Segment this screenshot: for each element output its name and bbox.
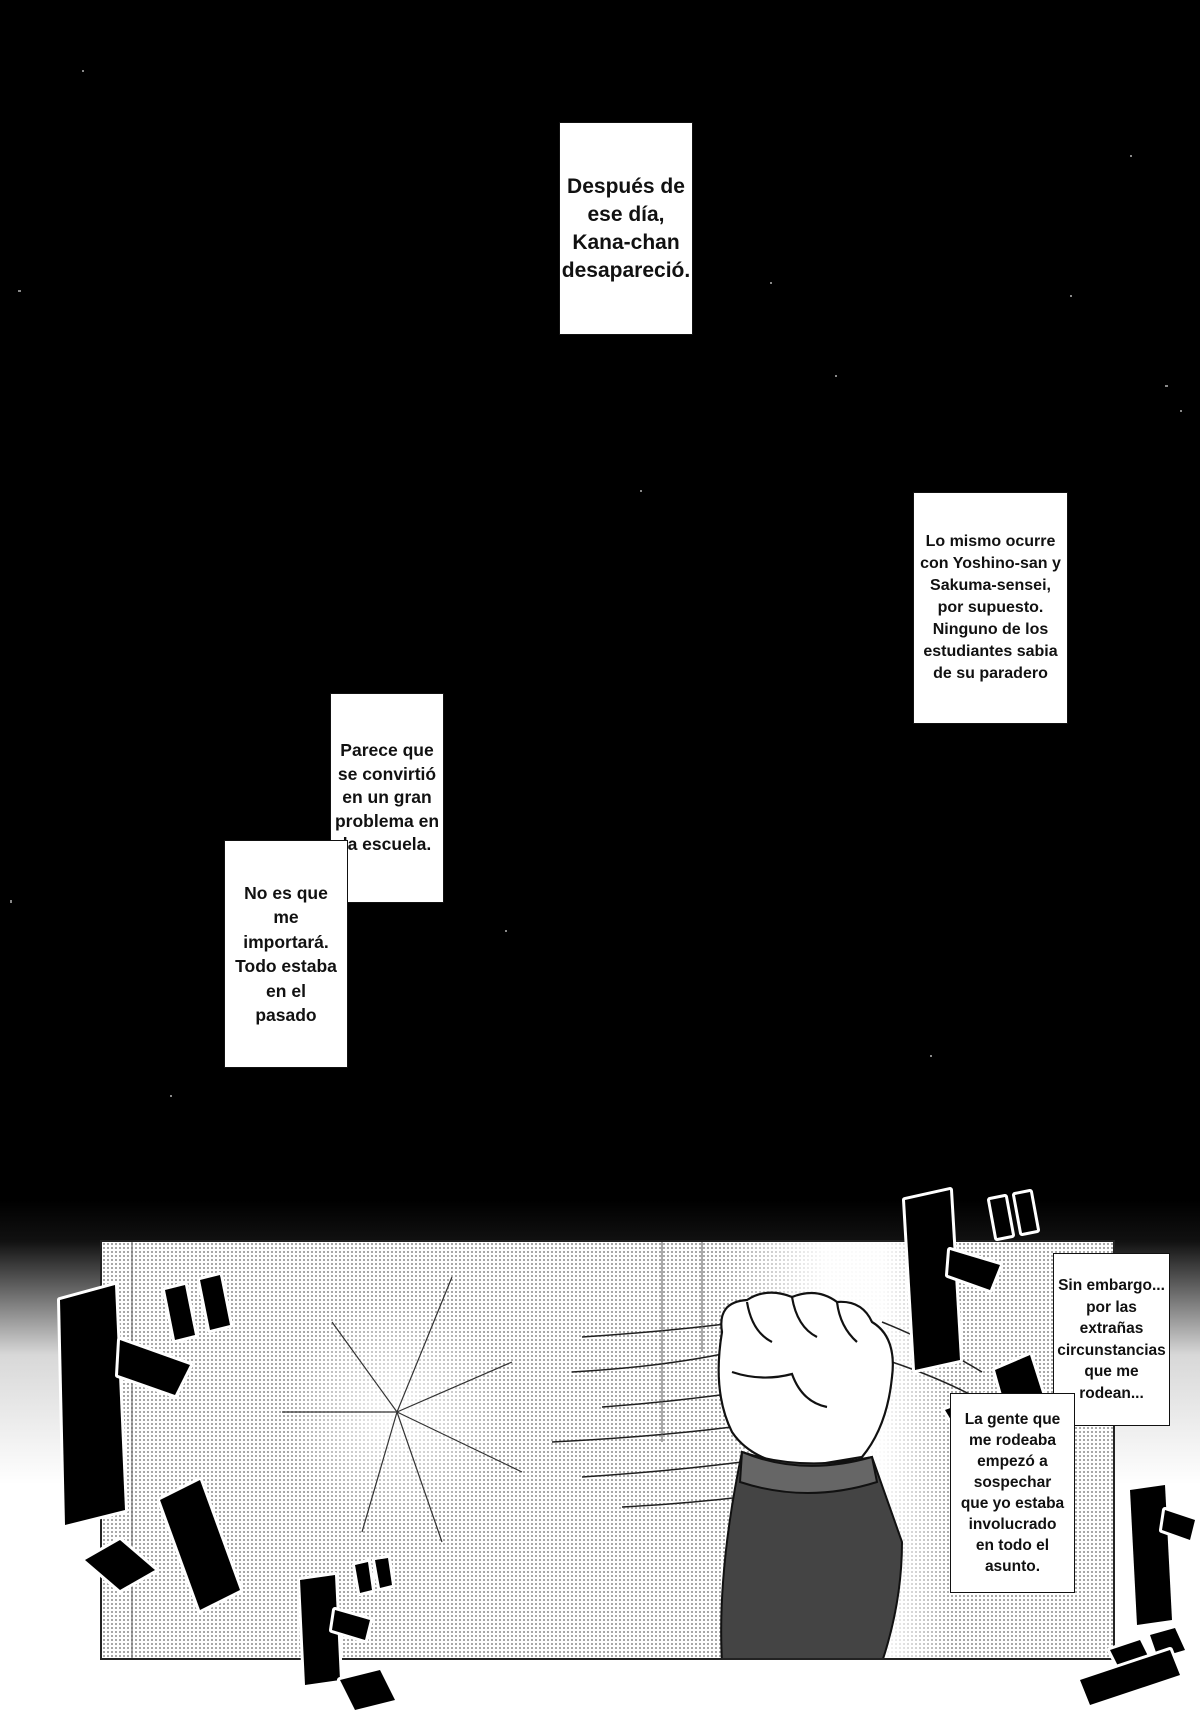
caption-text: Parece que se convirtió en un gran probl… [334, 740, 440, 855]
caption-box: Parece que se convirtió en un gran probl… [330, 693, 444, 903]
caption-box: Después de ese día, Kana-chan desapareci… [559, 122, 693, 335]
caption-text: No es que me importará. Todo estaba en e… [235, 882, 337, 1026]
caption-text: Sin embargo... por las extrañas circunst… [1057, 1277, 1166, 1402]
caption-box: Lo mismo ocurre con Yoshino-san y Sakuma… [913, 492, 1068, 724]
caption-box: La gente que me rodeaba empezó a sospech… [950, 1393, 1075, 1593]
fist-illustration [131, 1242, 1003, 1658]
caption-text: Lo mismo ocurre con Yoshino-san y Sakuma… [920, 533, 1061, 682]
night-sky-specks [10, 70, 1182, 1097]
caption-text: La gente que me rodeaba empezó a sospech… [960, 1411, 1065, 1575]
caption-text: Después de ese día, Kana-chan desapareci… [561, 174, 691, 282]
caption-box: No es que me importará. Todo estaba en e… [224, 840, 348, 1068]
